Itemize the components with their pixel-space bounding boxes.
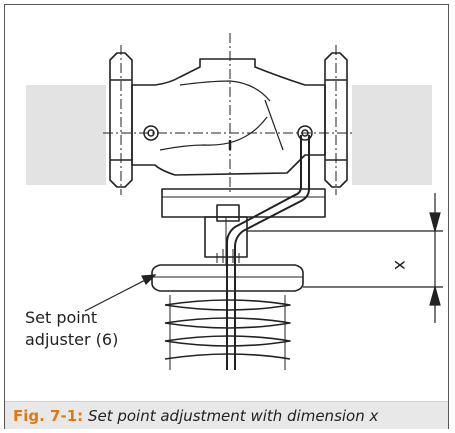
- right-pipe-shade: [352, 85, 432, 185]
- figure-caption: Fig. 7-1: Set point adjustment with dime…: [5, 401, 448, 429]
- dimension-label: x: [390, 259, 411, 271]
- figure-frame: Set point adjuster (6) x Fig. 7-1: Set p…: [4, 4, 449, 429]
- right-bolt: [297, 125, 313, 141]
- valve-drawing: [26, 33, 443, 370]
- caption-text: Set point adjustment with dimension x: [87, 407, 379, 425]
- valve-body: [131, 58, 326, 176]
- left-flange: [109, 52, 133, 188]
- callout-label: Set point adjuster (6): [25, 307, 155, 351]
- right-flange: [324, 52, 348, 188]
- dimension-x-marker: [247, 193, 443, 323]
- set-point-adjuster: [151, 264, 304, 292]
- bonnet-housing: [161, 188, 326, 218]
- callout-line-2: adjuster (6): [25, 330, 119, 349]
- caption-prefix: Fig. 7-1:: [13, 407, 84, 425]
- control-line: [226, 135, 302, 370]
- callout-arrow: [84, 274, 157, 312]
- callout-line-1: Set point: [25, 308, 98, 327]
- left-pipe-shade: [26, 85, 106, 185]
- spring: [164, 295, 291, 370]
- left-bolt: [143, 125, 159, 141]
